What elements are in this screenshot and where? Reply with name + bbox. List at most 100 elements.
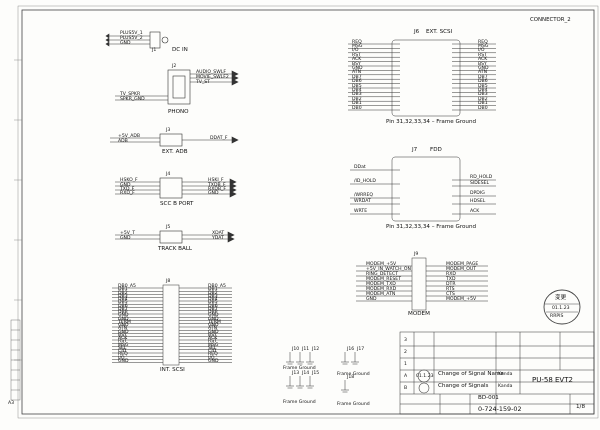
ext-scsi-left-pin: ATN	[352, 70, 362, 76]
frame-ground-label: Frame Ground	[283, 366, 316, 371]
ext-scsi-right-pin: DB1	[478, 101, 488, 107]
int-scsi-right-pin: DB3	[208, 293, 218, 299]
ext-scsi-right-pin: MSG	[478, 43, 489, 49]
modem-left-pin: MODEM_+5V	[366, 261, 397, 267]
int-scsi-left-pin: REQ	[118, 352, 128, 358]
track-ball-title: TRACK BALL	[158, 246, 193, 252]
rev-mark-5: B	[404, 386, 408, 391]
int-scsi-left-pin: DB1	[118, 287, 128, 293]
rev-mark-1: 3	[404, 338, 407, 343]
phono-title: PHONO	[168, 109, 189, 115]
scc-right-pin-2: TXDB_F	[208, 183, 226, 188]
fdd-right-pin: ACK	[470, 209, 480, 214]
fdd-left-pin: WRDAT	[354, 199, 371, 204]
ext-scsi-left-pin: I/O	[352, 48, 359, 54]
ext-scsi-left-pin: ACK	[352, 57, 362, 63]
frame-ground-symbols	[286, 352, 359, 393]
int-scsi-right-pin: I/O	[208, 355, 215, 361]
int-scsi-left-pin: DB2	[118, 290, 128, 296]
frame-ground-ref: J12	[312, 347, 320, 352]
ext-adb-connector	[110, 133, 239, 147]
trackball-left-pin-1: +5V_T	[120, 231, 136, 236]
ext-scsi-note: Pin 31,32,33,34 – Frame Ground	[386, 119, 477, 125]
ext-scsi-left-pin: RST	[352, 52, 361, 58]
ext-scsi-left-pin: DB3	[352, 92, 362, 98]
ext-scsi-left-pin: DB7	[352, 74, 362, 80]
fdd-right-pin: SIDESEL	[470, 181, 490, 186]
frame-ground-ref: J16	[347, 347, 355, 352]
modem-right-pin: DTR	[446, 281, 456, 287]
int-scsi-right-pin: DB6	[208, 303, 218, 309]
int-scsi-left-pin: GND	[118, 329, 129, 335]
modem-right-pin: RXD	[446, 271, 456, 277]
frame-ground-label: Frame Ground	[283, 400, 316, 405]
trackball-right-pin-2: YDAT	[212, 236, 224, 241]
drawing-number: 0-724-159-02	[478, 405, 522, 413]
int-scsi-right-pin: GND	[208, 329, 219, 335]
int-scsi-right-pin: C/D	[208, 349, 217, 354]
left-parts-strip	[10, 319, 21, 401]
ext-scsi-right-pin: ATN	[478, 70, 488, 76]
ext-adb-left-pin-2: ADB	[118, 139, 128, 144]
ext-scsi-right-pin: DB0	[478, 105, 488, 111]
modem-right-pin: TXD	[446, 276, 456, 282]
frame-ground-ref: J11	[302, 347, 310, 352]
fdd-right-pin: HDSEL	[470, 199, 486, 204]
ext-scsi-title: EXT. SCSI	[426, 29, 453, 35]
sheet-border	[21, 9, 595, 415]
scc-left-pin-4: RXD_F	[120, 191, 135, 196]
scc-b-port-connector	[115, 177, 237, 199]
int-scsi-left-pin: DB5	[118, 300, 128, 306]
modem-left-pin: MODEM_TXD	[366, 281, 396, 287]
int-scsi-right-pin: DB0_A5	[208, 284, 226, 289]
frame-ground-label: Frame Ground	[337, 372, 370, 377]
phono-connector	[115, 69, 239, 105]
scc-b-port-title: SCC B PORT	[160, 201, 194, 207]
modem-right-pin: MODEM_OUT	[446, 266, 477, 272]
int-scsi-left-pin: GND	[118, 316, 129, 322]
ext-scsi-left-pin: DB5	[352, 83, 362, 89]
int-scsi-left-pin: BSY	[118, 332, 127, 338]
modem-ref: J9	[414, 252, 419, 257]
ext-adb-right-pin-1: DDAT_F	[210, 136, 228, 141]
ext-scsi-right-pin: GND	[478, 65, 489, 71]
int-scsi-right-pin: GND	[208, 358, 219, 364]
int-scsi-right-pin: GND	[208, 316, 219, 322]
rev-mark-3: 1	[404, 362, 407, 367]
phono-left-pin-1: TV_SPKR	[120, 92, 141, 97]
fdd-ref: J7	[412, 147, 418, 153]
modem-left-pin: MODEM_RESET	[366, 276, 401, 282]
ext-scsi-right-pin: REQ	[478, 39, 488, 45]
int-scsi-right-pin: DB5	[208, 300, 218, 306]
scc-b-port-ref: J4	[166, 172, 171, 177]
fdd-note: Pin 31,32,33,34 – Frame Ground	[386, 224, 477, 230]
ext-scsi-left-pin: DB1	[352, 101, 362, 107]
int-scsi-left-pin: TERM	[118, 319, 131, 325]
fdd-connector	[350, 156, 496, 222]
int-scsi-right-pin: DB1	[208, 287, 218, 293]
stamp-text: 変更	[555, 295, 567, 301]
ext-scsi-left-pin: REQ	[352, 39, 362, 45]
dc-in-pin-2: PLUS5V_2	[120, 36, 143, 41]
outer-border	[17, 5, 599, 419]
phono-right-pin-2: MOVIE_SWLF2	[196, 75, 229, 80]
int-scsi-left-pin: I/O	[118, 355, 125, 361]
int-scsi-right-pin: BSY	[208, 332, 217, 338]
int-scsi-left-pin: DB7	[118, 306, 128, 312]
modem-left-pin: MODEM_RXD	[366, 286, 397, 292]
int-scsi-right-pin: DB7	[208, 306, 218, 312]
dc-in-ref: J1	[152, 48, 157, 53]
rev-desc-4: Change of Signal Name	[438, 371, 504, 377]
modem-left-pin: RING_DETECT	[366, 271, 399, 277]
int-scsi-left-pin: GND	[118, 358, 129, 364]
sheet-size-code: A3	[8, 401, 15, 406]
ext-scsi-left-pin: BSY	[352, 61, 361, 67]
modem-title: MODEM	[408, 311, 430, 317]
ext-scsi-right-pin: DB7	[478, 74, 488, 80]
approval-stamp	[543, 289, 581, 325]
int-scsi-left-pin: SEL	[118, 345, 127, 351]
ext-scsi-left-pin: DB6	[352, 79, 362, 85]
int-scsi-right-pin: SEL	[208, 345, 217, 351]
